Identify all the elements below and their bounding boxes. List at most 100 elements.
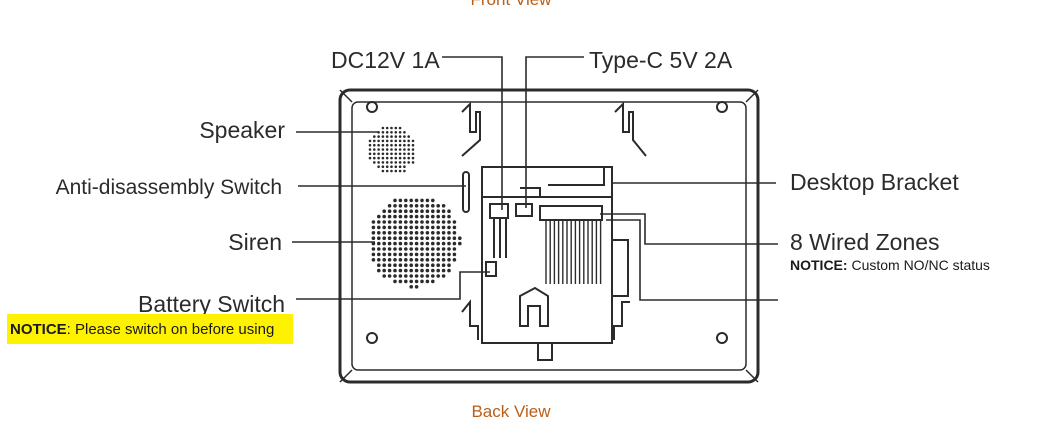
grill-hole (377, 247, 381, 251)
grill-hole (452, 247, 457, 251)
grill-hole (404, 198, 408, 203)
grill-hole (409, 225, 414, 230)
grill-hole (447, 220, 451, 224)
grill-hole (436, 252, 441, 257)
grill-hole (403, 139, 406, 143)
grill-hole (381, 135, 385, 138)
label-battery-switch: Battery Switch (138, 291, 285, 317)
grill-hole (452, 252, 457, 257)
zone-terminals (545, 220, 602, 284)
grill-hole (393, 268, 397, 273)
grill-hole (390, 126, 393, 130)
grill-hole (385, 169, 389, 173)
grill-hole (431, 231, 435, 235)
grill-hole (409, 231, 414, 235)
grill-hole (393, 209, 397, 213)
grill-hole (377, 258, 381, 262)
grill-hole (387, 231, 392, 235)
grill-hole (431, 247, 435, 251)
grill-hole (382, 225, 387, 230)
grill-hole (390, 156, 393, 160)
grill-hole (409, 236, 414, 240)
grill-hole (385, 152, 389, 156)
grill-hole (404, 220, 408, 224)
label-siren: Siren (228, 229, 282, 255)
grill-hole (436, 236, 441, 240)
grill-hole (387, 247, 392, 251)
grill-hole (368, 156, 372, 160)
grill-hole (404, 236, 408, 240)
grill-hole (393, 204, 397, 208)
grill-hole (436, 231, 441, 235)
grill-hole (373, 135, 376, 138)
grill-hole (381, 165, 385, 168)
grill-hole (414, 268, 419, 273)
grill-hole (398, 247, 403, 251)
grill-hole (394, 126, 398, 130)
grill-hole (441, 258, 446, 262)
grill-hole (431, 252, 435, 257)
grill-hole (403, 148, 406, 151)
grill-hole (452, 225, 457, 230)
grill-hole (425, 214, 430, 219)
grill-hole (390, 148, 393, 151)
grill-hole (382, 263, 387, 268)
grill-hole (441, 214, 446, 219)
grill-hole (431, 225, 435, 230)
grill-hole (385, 139, 389, 143)
grill-hole (393, 236, 397, 240)
grill-hole (398, 152, 402, 156)
grill-hole (431, 274, 435, 278)
grill-hole (371, 252, 376, 257)
grill-hole (414, 220, 419, 224)
grill-hole (394, 131, 398, 134)
grill-hole (436, 241, 441, 246)
grill-hole (447, 247, 451, 251)
grill-hole (377, 161, 380, 164)
grill-hole (394, 165, 398, 168)
grill-hole (409, 279, 414, 284)
grill-hole (387, 274, 392, 278)
grill-hole (425, 258, 430, 262)
grill-hole (393, 198, 397, 203)
grill-hole (411, 148, 415, 151)
grill-hole (373, 152, 376, 156)
device-outline (338, 88, 760, 384)
grill-hole (409, 252, 414, 257)
grill-hole (420, 236, 424, 240)
grill-hole (414, 274, 419, 278)
grill-hole (385, 148, 389, 151)
grill-hole (436, 204, 441, 208)
grill-hole (403, 156, 406, 160)
grill-hole (404, 274, 408, 278)
grill-hole (411, 161, 415, 164)
grill-hole (385, 131, 389, 134)
grill-hole (404, 252, 408, 257)
grill-hole (393, 247, 397, 251)
grill-hole (377, 214, 381, 219)
grill-hole (425, 220, 430, 224)
grill-hole (382, 220, 387, 224)
grill-hole (394, 156, 398, 160)
grill-hole (377, 139, 380, 143)
grill-hole (394, 135, 398, 138)
grill-hole (414, 258, 419, 262)
grill-hole (414, 209, 419, 213)
grill-hole (381, 126, 385, 130)
grill-hole (407, 143, 411, 147)
grill-hole (381, 143, 385, 147)
grill-hole (377, 148, 380, 151)
grill-hole (414, 241, 419, 246)
grill-hole (414, 247, 419, 251)
grill-hole (414, 263, 419, 268)
grill-hole (404, 225, 408, 230)
grill-hole (398, 126, 402, 130)
grill-hole (398, 258, 403, 262)
grill-hole (407, 152, 411, 156)
grill-hole (377, 165, 380, 168)
grill-hole (404, 263, 408, 268)
battery-notice-key: NOTICE (10, 321, 67, 338)
grill-hole (420, 252, 424, 257)
grill-hole (414, 285, 419, 289)
grill-hole (407, 139, 411, 143)
